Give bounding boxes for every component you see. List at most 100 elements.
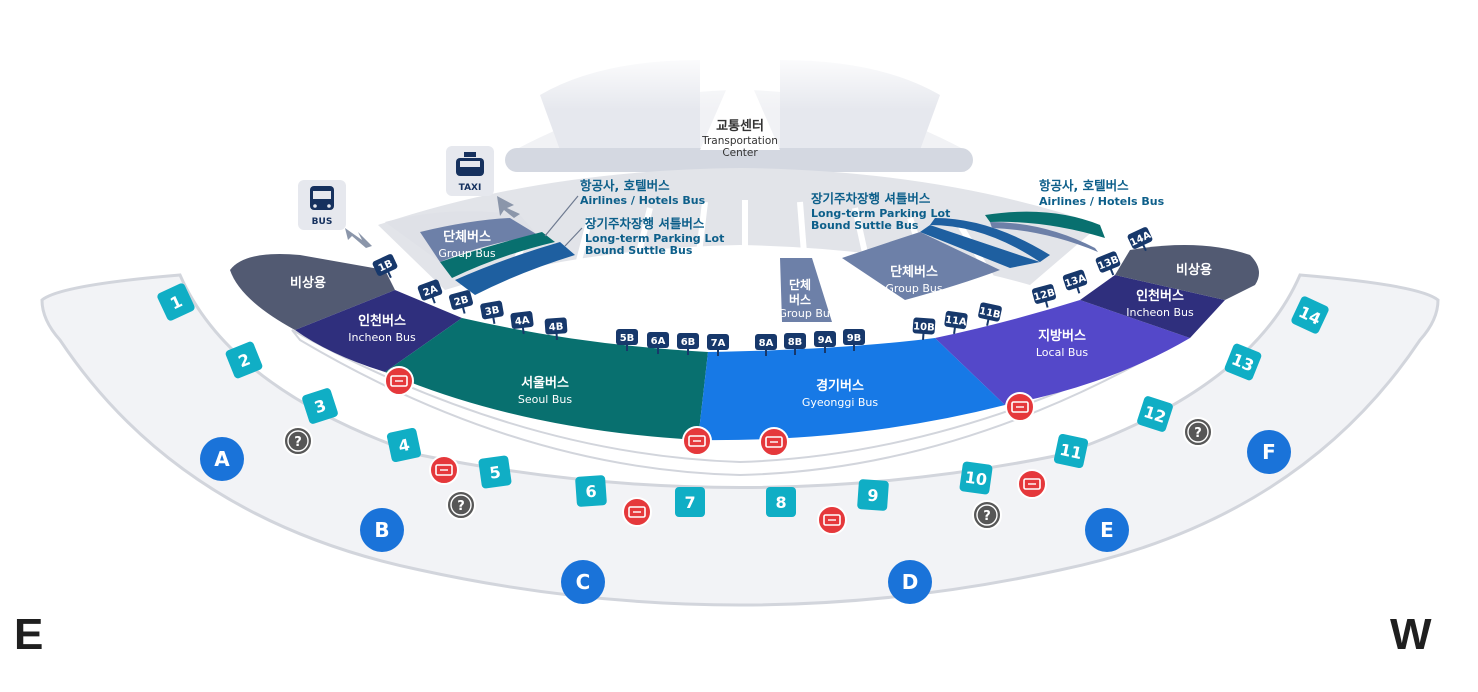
zone-group-left-en: Group Bus [438, 247, 496, 260]
bus-icon: BUS [298, 180, 346, 230]
door-7[interactable]: 7 [675, 487, 705, 517]
door-10[interactable]: 10 [959, 461, 993, 495]
taxi-glyph-sign [464, 152, 476, 157]
zone-emergency-left-ko: 비상용 [290, 275, 326, 291]
zone-group-mid-ko-2: 버스 [789, 292, 811, 307]
door-6[interactable]: 6 [575, 475, 607, 507]
gate-letter: B [374, 518, 389, 542]
door-number: 7 [684, 493, 695, 512]
outer-walkway [42, 275, 1438, 605]
gate-a[interactable]: A [200, 437, 244, 481]
bus-stop-label: 7A [711, 338, 726, 349]
callout-airlines-right-en: Airlines / Hotels Bus [1039, 195, 1165, 208]
callout-parking-right-en-2: Bound Suttle Bus [811, 219, 919, 232]
info-glyph: ? [457, 499, 465, 514]
door-5[interactable]: 5 [478, 455, 512, 489]
taxi-glyph-window [460, 161, 480, 167]
zone-group-right-ko: 단체버스 [890, 264, 938, 280]
bus-stop-pole [463, 307, 465, 314]
compass-west-label: W [1390, 610, 1432, 660]
bus-glyph-light [327, 204, 331, 208]
zone-incheon-left-en: Incheon Bus [348, 331, 416, 344]
zone-gyeonggi-en: Gyeonggi Bus [802, 396, 879, 409]
transportation-center-en-1: Transportation [701, 135, 778, 147]
gate-letter: F [1262, 440, 1276, 464]
bus-stop-pole [388, 271, 391, 277]
bus-stop-label: 4A [514, 315, 530, 328]
bus-stop-10b[interactable]: 10B [912, 317, 935, 340]
zone-seoul-ko: 서울버스 [521, 375, 569, 391]
bus-stop-label: 8A [759, 338, 774, 349]
door-4[interactable]: 4 [386, 427, 422, 463]
zone-group-mid-ko-1: 단체 [789, 277, 811, 292]
gate-f[interactable]: F [1247, 430, 1291, 474]
bus-stop-label: 9B [847, 333, 862, 344]
bus-stop-label: 5B [620, 333, 635, 344]
gate-b[interactable]: B [360, 508, 404, 552]
info-desk-icon[interactable]: ? [447, 491, 475, 519]
zone-incheon-right-ko: 인천버스 [1136, 288, 1184, 304]
bus-stop-pole [1111, 268, 1114, 274]
bus-stop-pole [954, 327, 955, 334]
zone-group-left-ko: 단체버스 [443, 229, 491, 245]
callout-airlines-right-ko: 항공사, 호텔버스 [1039, 178, 1129, 193]
info-glyph: ? [294, 435, 302, 450]
bus-icon-label: BUS [312, 217, 333, 227]
gate-e[interactable]: E [1085, 508, 1129, 552]
bus-stop-label: 6B [681, 337, 696, 348]
bus-stop-13a[interactable]: 13A [1062, 269, 1090, 297]
zone-local-ko: 지방버스 [1038, 328, 1086, 344]
info-glyph: ? [1194, 426, 1202, 441]
info-glyph: ? [983, 509, 991, 524]
door-number: 9 [867, 486, 879, 506]
door-number: 10 [964, 468, 989, 490]
ticket-machine-icon[interactable] [818, 506, 846, 534]
transportation-center-en-2: Center [722, 147, 758, 159]
bus-stop-pole [987, 319, 988, 326]
bus-stop-label: 6A [651, 336, 666, 347]
zone-group-mid-en: Group Bus [778, 307, 836, 320]
ticket-machine-icon[interactable] [430, 456, 458, 484]
taxi-icon: TAXI [446, 146, 494, 196]
callout-parking-left-en-2: Bound Suttle Bus [585, 244, 693, 257]
bus-stop-label: 9A [818, 335, 833, 346]
gate-d[interactable]: D [888, 560, 932, 604]
ticket-machine-icon[interactable] [760, 428, 788, 456]
bus-stop-label: 10B [913, 321, 935, 333]
info-desk-icon[interactable]: ? [973, 501, 1001, 529]
taxi-icon-label: TAXI [459, 183, 482, 193]
bus-glyph-light [313, 204, 317, 208]
door-number: 6 [585, 482, 597, 502]
ticket-machine-icon[interactable] [1006, 393, 1034, 421]
transportation-center-ko: 교통센터 [716, 118, 764, 134]
bus-stop-12b[interactable]: 12B [1031, 283, 1058, 310]
bus-stop-pole [493, 317, 494, 324]
bus-stop-label: 8B [788, 337, 803, 348]
callout-airlines-left-en: Airlines / Hotels Bus [580, 194, 706, 207]
ticket-machine-icon[interactable] [683, 427, 711, 455]
bus-stop-3b[interactable]: 3B [480, 300, 505, 325]
zone-local-en: Local Bus [1036, 346, 1089, 359]
door-11[interactable]: 11 [1053, 433, 1089, 469]
callout-parking-right-ko: 장기주차장행 셔틀버스 [811, 191, 931, 206]
callout-parking-left-ko: 장기주차장행 셔틀버스 [585, 216, 705, 231]
ticket-machine-icon[interactable] [385, 367, 413, 395]
callout-airlines-left-ko: 항공사, 호텔버스 [580, 178, 670, 193]
compass-east-label: E [14, 610, 43, 660]
info-desk-icon[interactable]: ? [284, 427, 312, 455]
ticket-machine-icon[interactable] [1018, 470, 1046, 498]
bus-stop-label: 4B [548, 322, 563, 334]
info-desk-icon[interactable]: ? [1184, 418, 1212, 446]
ticket-machine-icon[interactable] [623, 498, 651, 526]
door-number: 8 [775, 493, 786, 512]
gate-c[interactable]: C [561, 560, 605, 604]
bus-stop-pole [432, 297, 434, 304]
zone-group-right-en: Group Bus [885, 282, 943, 295]
bus-stop-pole [523, 327, 524, 334]
zone-gyeonggi-ko: 경기버스 [816, 378, 864, 394]
zone-emergency-right-ko: 비상용 [1176, 262, 1212, 278]
door-8[interactable]: 8 [766, 487, 796, 517]
door-9[interactable]: 9 [857, 479, 889, 511]
